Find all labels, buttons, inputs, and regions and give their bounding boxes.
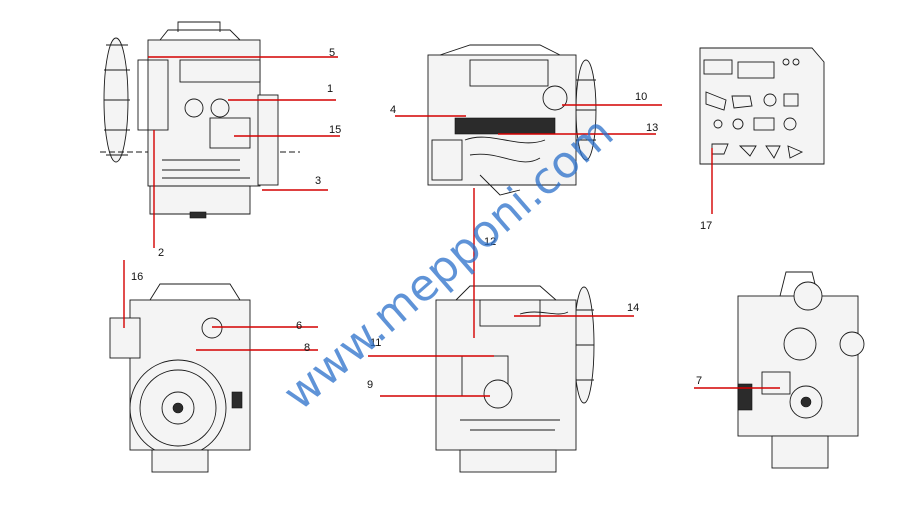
callout-7: 7 <box>696 375 702 387</box>
callout-1: 1 <box>327 83 333 95</box>
callout-16: 16 <box>131 271 143 283</box>
callout-8: 8 <box>304 342 310 354</box>
callout-5: 5 <box>329 47 335 59</box>
callout-11: 11 <box>370 337 381 349</box>
callout-9: 9 <box>367 379 373 391</box>
callout-6: 6 <box>296 320 302 332</box>
callout-12: 12 <box>484 236 496 248</box>
gasket-kit-illustration <box>699 47 825 165</box>
callout-4: 4 <box>390 104 396 116</box>
engine-rear-flywheel-view <box>109 283 251 473</box>
leader-lines <box>123 56 780 397</box>
callout-labels: 1 2 3 4 5 6 7 8 9 10 11 12 13 14 15 16 1… <box>131 47 712 391</box>
callout-17: 17 <box>700 220 712 232</box>
callout-13: 13 <box>646 122 658 134</box>
callout-10: 10 <box>635 91 647 103</box>
engine-three-quarter-view <box>427 44 597 196</box>
engine-front-pulley-view <box>737 271 865 469</box>
callout-2: 2 <box>158 247 164 259</box>
callout-14: 14 <box>627 302 639 314</box>
callout-15: 15 <box>329 124 341 136</box>
callout-3: 3 <box>315 175 321 187</box>
engine-side-view-left <box>100 21 300 219</box>
engine-front-side-view <box>435 285 595 473</box>
